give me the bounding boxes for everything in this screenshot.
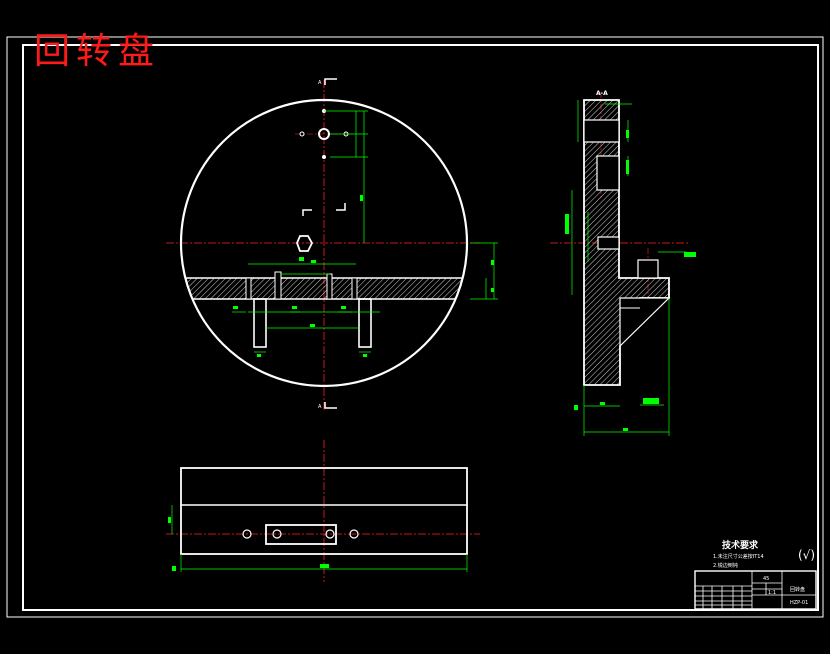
title-block-drawing-no: HZP-01 <box>790 600 809 606</box>
section-mark-bottom: A <box>318 404 322 410</box>
drawing-title: 回转盘 <box>34 31 161 72</box>
outer-border <box>6 36 824 618</box>
tech-requirements-heading: 技术要求 <box>722 541 759 551</box>
tech-note-2: 2.锐边倒钝 <box>713 563 738 569</box>
title-block <box>694 570 817 610</box>
roughness-symbol: (√) <box>798 548 816 562</box>
front-view: A A <box>166 78 498 410</box>
tech-note-1: 1.未注尺寸公差按IT14 <box>713 554 764 560</box>
section-mark-top: A <box>318 80 322 86</box>
section-label-aa: A-A <box>596 90 608 97</box>
side-section-view: A-A <box>550 90 696 436</box>
title-block-part-name: 回转盘 <box>790 587 806 593</box>
plan-view <box>166 440 480 582</box>
title-block-scale: 1:1 <box>768 590 777 596</box>
title-block-material: 45 <box>763 576 770 582</box>
inner-border <box>22 44 819 611</box>
